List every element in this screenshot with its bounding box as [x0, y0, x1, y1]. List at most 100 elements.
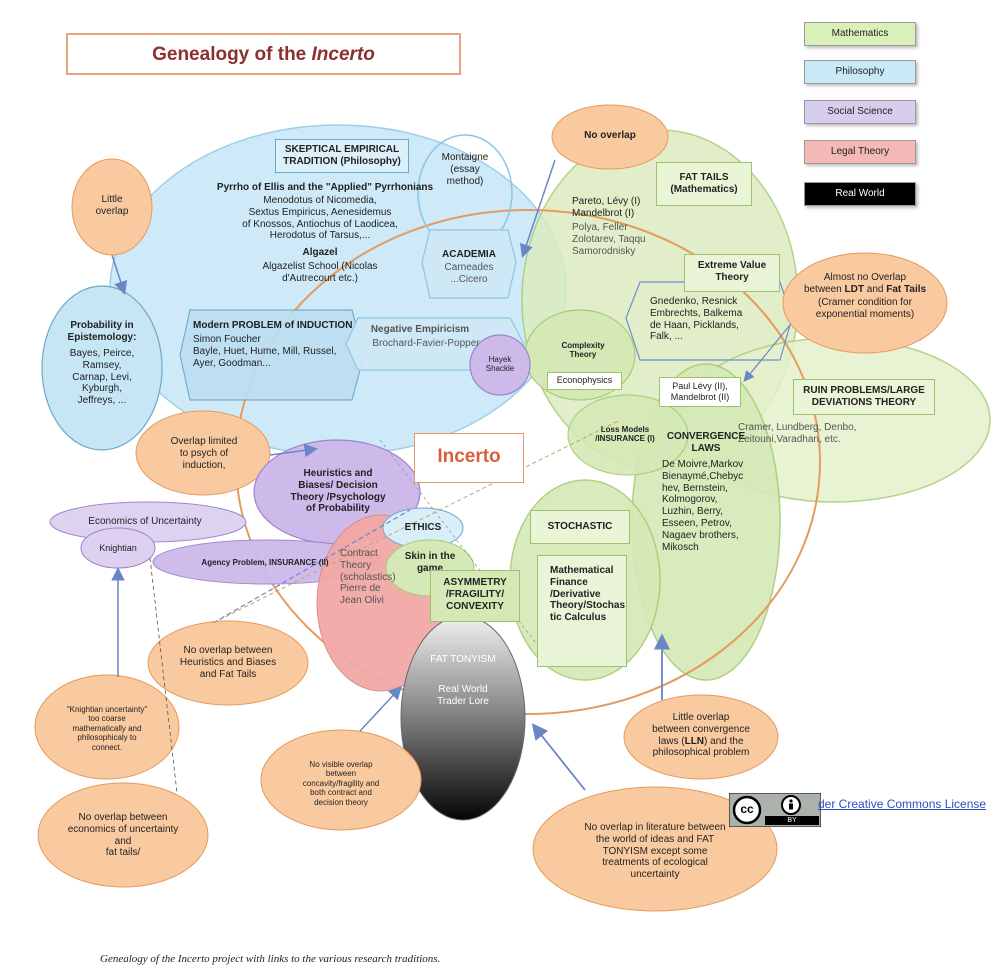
little-overlap-conv-2: LLN: [684, 735, 705, 747]
legend-item-social-science: Social Science: [804, 100, 916, 124]
contract-label: Contract Theory (scholastics) Pierre de …: [340, 548, 396, 607]
fat-tails-names-secondary: Polya, Feller Zolotarev, Taqqu Samorodni…: [572, 222, 646, 257]
cc-license-badge[interactable]: cc BY: [728, 792, 822, 832]
no-overlap-econ-label: No overlap between economics of uncertai…: [67, 812, 179, 859]
math-finance-box: [537, 555, 627, 667]
skin-label: Skin in the game: [404, 551, 456, 574]
econophysics-box: [547, 372, 622, 390]
ethics-label: ETHICS: [404, 522, 442, 533]
no-overlap-lit-label: No overlap in literature between the wor…: [584, 822, 726, 881]
no-overlap-econ-ellipse: [37, 782, 209, 888]
no-overlap-hb-ellipse: [147, 620, 309, 706]
overlap-psych-ellipse: [135, 410, 271, 496]
no-overlap-lit-ellipse: [532, 786, 778, 912]
math-finance-label: Mathematical Finance /Derivative Theory/…: [550, 565, 626, 624]
prob-epistemology-ellipse: [41, 285, 163, 451]
fat-tails-header: FAT TAILS (Mathematics): [670, 172, 738, 195]
loss-models-label: Loss Models /INSURANCE (I): [595, 425, 655, 444]
levy-box: [659, 377, 741, 407]
legend-item-real-world: Real World: [804, 182, 916, 206]
induction-hexagon: [179, 309, 365, 401]
fat-tails-names-primary: Pareto, Lévy (I) Mandelbrot (I): [572, 196, 641, 219]
loss-models-ellipse: [567, 394, 689, 476]
incerto-label: Incerto: [437, 446, 501, 467]
skeptical-header: SKEPTICAL EMPIRICAL TRADITION (Philosoph…: [283, 144, 401, 167]
pyrrho-names: Menodotus of Nicomedia, Sextus Empiricus…: [242, 195, 398, 242]
incerto-box: Incerto: [414, 433, 524, 483]
algazel-title: Algazel: [302, 247, 338, 258]
arrow-no-overlap-top: [519, 159, 556, 258]
ldt-note-line-1: Almost no Overlap: [823, 272, 907, 283]
econ-uncertainty-label: Economics of Uncertainty: [88, 516, 202, 527]
knightian-note-ellipse: [34, 674, 180, 780]
induction-title: Modern PROBLEM of INDUCTION: [193, 320, 353, 331]
skeptical-header-box: [275, 139, 409, 173]
algazel-names: Algazelist School (Nicolas d'Autrecourt …: [262, 261, 378, 284]
levy-label: Paul Lévy (II), Mandelbrot (II): [670, 381, 730, 402]
overlap-psych-label: Overlap limited to psych of induction,: [170, 436, 238, 471]
dashed-connector-2: [212, 419, 621, 624]
asymmetry-box: [430, 570, 520, 622]
evt-header: Extreme Value Theory: [697, 260, 767, 283]
negative-empiricism-title: Negative Empiricism: [370, 324, 470, 335]
heuristics-label: Heuristics and Biases/ Decision Theory /…: [290, 468, 386, 515]
ldt-note-2a: between: [803, 284, 845, 295]
academia-title: ACADEMIA: [442, 249, 496, 260]
no-overlap-top-ellipse: [551, 104, 669, 170]
fat-tonyism-title: FAT TONYISM: [430, 654, 496, 665]
hayek-circle: [469, 334, 531, 396]
ruin-header-box: [793, 379, 935, 415]
arrow-little-overlap: [111, 254, 128, 295]
hayek-label: Hayek Shackle: [485, 355, 515, 374]
no-overlap-top-label: No overlap: [584, 130, 636, 141]
legend-item-legal-theory: Legal Theory: [804, 140, 916, 164]
fat-tonyism-body: Real World Trader Lore: [437, 684, 489, 707]
arrow-ldt: [743, 324, 791, 382]
pyrrho-title: Pyrrho of Ellis and the "Applied" Pyrrho…: [216, 182, 434, 193]
ldt-note-2b: LDT: [844, 284, 864, 295]
page-title: Genealogy of the Incerto: [152, 44, 375, 65]
little-overlap-label: Little overlap: [95, 194, 129, 217]
little-overlap-conv-ellipse: [623, 694, 779, 780]
montaigne-label: Montaigne (essay method): [441, 152, 489, 187]
dashed-connector-4: [149, 557, 178, 794]
academia-hexagon: [421, 229, 517, 299]
little-overlap-conv-1: Little overlap between convergence laws …: [652, 712, 750, 747]
ldt-note-line-3: (Cramer condition for exponential moment…: [815, 297, 915, 320]
fat-tails-header-box: [656, 162, 752, 206]
arrow-psych: [269, 443, 318, 458]
cc-badge-graphic: [728, 792, 822, 828]
by-badge-text: BY: [787, 817, 797, 824]
arrow-no-visible: [359, 685, 403, 732]
no-overlap-hb-label: No overlap between Heuristics and Biases…: [179, 645, 277, 680]
creative-commons-link[interactable]: der Creative Commons License: [818, 797, 987, 811]
negative-empiricism-names: Brochard-Favier-Popper: [372, 338, 480, 349]
title-box: Genealogy of the Incerto: [66, 33, 461, 75]
asymmetry-label: ASYMMETRY /FRAGILITY/ CONVEXITY: [443, 577, 507, 612]
legend-item-mathematics: Mathematics: [804, 22, 916, 46]
evt-hexagon: [625, 281, 793, 361]
no-visible-overlap-ellipse: [260, 729, 422, 831]
figure-caption: Genealogy of the Incerto project with li…: [100, 953, 441, 965]
arrow-fat-tonyism: [531, 723, 586, 791]
convergence-names: De Moivre,Markov Bienaymé,Chebyc hev, Be…: [662, 459, 744, 553]
convergence-header: CONVERGENCE LAWS: [666, 431, 746, 454]
prob-epistemology-title: Probability in Epistemology:: [67, 320, 137, 343]
little-overlap-conv-label: Little overlap between convergence laws …: [632, 712, 770, 759]
little-overlap-conv-3: ) and the philosophical problem: [652, 735, 750, 759]
ldt-note-2d: Fat Tails: [886, 284, 927, 295]
agency-label: Agency Problem, INSURANCE (II): [201, 558, 329, 567]
econophysics-label: Econophysics: [556, 375, 613, 385]
ruin-header: RUIN PROBLEMS/LARGE DEVIATIONS THEORY: [803, 385, 925, 408]
evt-header-box: [684, 254, 780, 292]
academia-names: Carneades ...Cicero: [444, 262, 494, 285]
prob-epistemology-names: Bayes, Peirce, Ramsey, Carnap, Levi, Kyb…: [69, 348, 135, 407]
induction-names: Simon Foucher Bayle, Huet, Hume, Mill, R…: [193, 334, 337, 369]
ruin-names: Cramer, Lundberg, Denbo, Zeitouni,Varadh…: [738, 422, 857, 445]
knightian-note-label: "Knightian uncertainty" too coarse mathe…: [66, 705, 148, 752]
knightian-label: Knightian: [99, 543, 137, 553]
legend-item-philosophy: Philosophy: [804, 60, 916, 84]
stochastic-header-box: [530, 510, 630, 544]
stochastic-header: STOCHASTIC: [547, 521, 613, 532]
